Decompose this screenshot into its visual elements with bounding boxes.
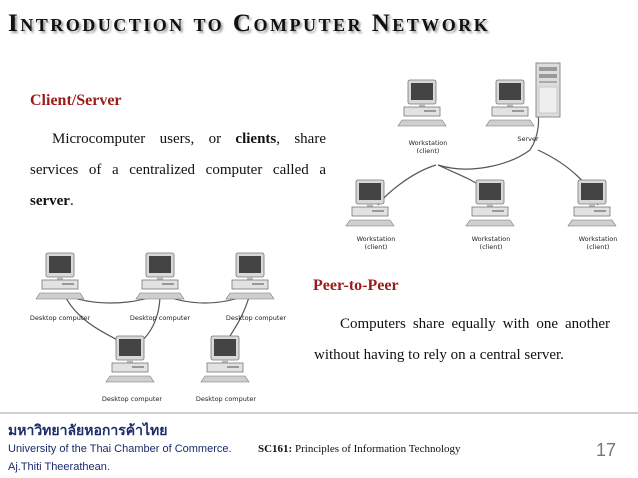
- workstation-top-label-2: (client): [417, 147, 440, 155]
- workstation-2-label-1: Workstation: [472, 235, 511, 243]
- desktop-3-icon: [225, 252, 275, 300]
- workstation-1-label-1: Workstation: [357, 235, 396, 243]
- clients-term: clients: [235, 131, 277, 147]
- desktop-2-icon: [135, 252, 185, 300]
- footer-separator: [0, 412, 638, 414]
- workstation-2-label-2: (client): [480, 243, 503, 251]
- desktop-1-icon: [35, 252, 85, 300]
- server-label: Server: [517, 135, 539, 143]
- workstation-1-icon: [345, 179, 395, 227]
- author-name: Aj.Thiti Theerathean.: [8, 461, 110, 473]
- client-server-text: Microcomputer users, or clients, share s…: [30, 124, 326, 217]
- course-name: Principles of Information Technology: [292, 443, 461, 455]
- peer-to-peer-text: Computers share equally with one another…: [314, 316, 610, 363]
- desktop-2-label: Desktop computer: [130, 314, 191, 322]
- peer-to-peer-diagram: Desktop computer Desktop computer Deskto…: [30, 252, 287, 403]
- server-icon: [485, 62, 561, 127]
- server-term: server: [30, 193, 70, 209]
- client-server-diagram: Workstation (client) Server Workstation …: [345, 62, 618, 251]
- client-server-text-post: .: [69, 193, 74, 209]
- workstation-1-label-2: (client): [365, 243, 388, 251]
- workstation-2-icon: [465, 179, 515, 227]
- university-english-name: University of the Thai Chamber of Commer…: [8, 443, 232, 455]
- slide-title: Introduction to Computer Network: [8, 10, 491, 37]
- workstation-3-label-1: Workstation: [579, 235, 618, 243]
- desktop-5-icon: [200, 335, 250, 383]
- university-thai-name: มหาวิทยาลัยหอการค้าไทย: [8, 422, 168, 438]
- course-info: SC161: Principles of Information Technol…: [258, 443, 461, 455]
- university-block: มหาวิทยาลัยหอการค้าไทย University of the…: [8, 420, 232, 473]
- workstation-3-icon: [567, 179, 617, 227]
- workstation-top-icon: [397, 79, 447, 127]
- client-server-text-pre: Microcomputer users, or: [52, 131, 236, 147]
- desktop-3-label: Desktop computer: [226, 314, 287, 322]
- desktop-4-label: Desktop computer: [102, 395, 163, 403]
- workstation-3-label-2: (client): [587, 243, 610, 251]
- desktop-1-label: Desktop computer: [30, 314, 91, 322]
- peer-to-peer-heading: Peer-to-Peer: [313, 277, 399, 294]
- client-server-text-mid: , share services of a centralized comput…: [30, 131, 326, 178]
- page-number: 17: [596, 440, 617, 460]
- desktop-4-icon: [105, 335, 155, 383]
- workstation-top-label-1: Workstation: [409, 139, 448, 147]
- client-server-heading: Client/Server: [30, 92, 122, 109]
- course-code: SC161:: [258, 443, 293, 455]
- desktop-5-label: Desktop computer: [196, 395, 257, 403]
